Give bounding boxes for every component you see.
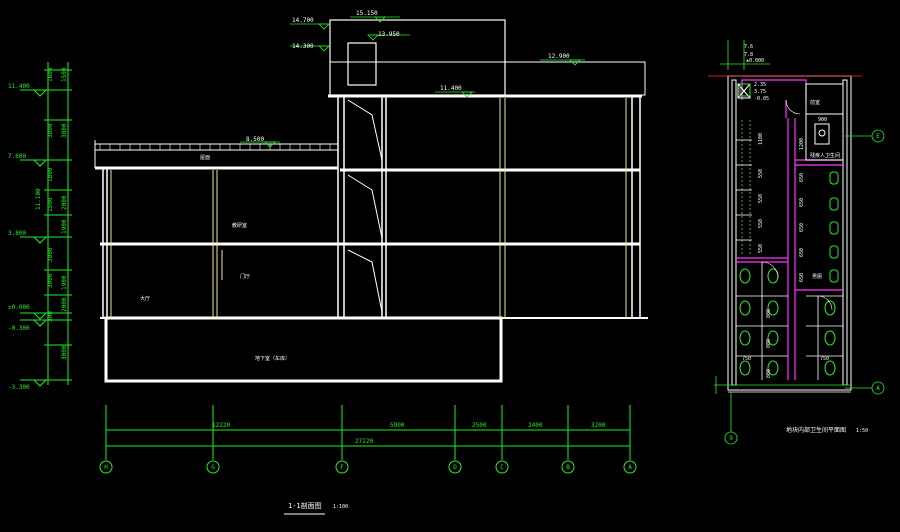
- left-dim-5: 2000: [61, 195, 68, 210]
- plan-dim-right-2: 650: [799, 173, 805, 182]
- room-label-roof: 屋面: [200, 155, 210, 161]
- roof-railing: [99, 144, 331, 150]
- left-dim-1: 1600: [47, 67, 54, 82]
- axis-dim-0: 12220: [212, 422, 230, 429]
- plan-elev-note-0: 2.35: [754, 82, 766, 88]
- room-label-foyer: 门厅: [240, 273, 250, 280]
- left-dim-10: 1900: [61, 275, 68, 290]
- axis-dim-2: 2500: [472, 422, 487, 429]
- left-dim-8: 3000: [47, 247, 54, 262]
- room-label-office: 教研室: [232, 222, 247, 229]
- axis-dimension-chain: [99, 405, 637, 474]
- plan-dim-right-6: 650: [799, 273, 805, 282]
- plan-dim-right-3: 650: [799, 198, 805, 207]
- plan-dim-left-4: 550: [758, 244, 764, 253]
- left-dim-12: 300: [47, 311, 54, 322]
- elev-left-top: 11.400: [8, 83, 30, 90]
- plan-dim-left-1: 550: [758, 169, 764, 178]
- left-dim-4: 1800: [47, 167, 54, 182]
- plan-dim-left-0: 1100: [758, 133, 764, 145]
- plan-dim-left-3: 550: [758, 219, 764, 228]
- plan-dim-right-5: 650: [799, 248, 805, 257]
- plan-room-men: 男厕: [812, 274, 822, 280]
- plan-title: 地块内部卫生间平面图: [786, 426, 846, 434]
- plan-dim-right-1: 1200: [799, 138, 805, 150]
- section-structure: [94, 19, 648, 383]
- urinal-fixtures: [829, 171, 839, 283]
- elev-basement: -3.300: [8, 384, 30, 391]
- axis-dim-total: 27220: [355, 438, 373, 445]
- room-label-hall: 大厅: [140, 295, 150, 302]
- left-dim-11: 2000: [61, 297, 68, 312]
- elev-parapet: 14.700: [292, 17, 314, 24]
- plan-axis-9: 9: [729, 435, 733, 442]
- left-dimension-chain: [20, 62, 72, 387]
- section-drawing: 11.400 7.600 3.800 ±0.000 -0.300 -3.300 …: [8, 10, 648, 515]
- left-dim-3: 3800: [61, 123, 68, 138]
- left-dim-6: 1500: [47, 197, 54, 212]
- axis-label-2: F: [340, 464, 344, 471]
- elev-outdoor: -0.300: [8, 325, 30, 332]
- plan-scale: 1:50: [856, 428, 868, 434]
- elev-stair-base: 14.300: [292, 43, 314, 50]
- plan-top-label-2: ±0.000: [746, 58, 764, 64]
- elev-roof-top: 15.150: [356, 10, 378, 17]
- axis-dim-1: 5900: [390, 422, 405, 429]
- elev-stair-roof: 13.950: [378, 31, 400, 38]
- axis-label-6: A: [628, 464, 632, 471]
- left-dim-2: 3800: [47, 123, 54, 138]
- left-dim-13: 3000: [61, 345, 68, 360]
- axis-label-1: G: [211, 464, 215, 471]
- plan-dim-left-2: 550: [758, 194, 764, 203]
- section-title: 1-1剖面图: [288, 501, 322, 510]
- elev-right-roof: 12.900: [548, 53, 570, 60]
- plan-dim-low-2: 800: [766, 369, 772, 378]
- plan-room-anteroom: 前室: [810, 99, 820, 106]
- axis-label-0: H: [104, 464, 108, 471]
- toilet-fixtures: [739, 83, 836, 376]
- plan-top-label-0: 7.6: [744, 44, 753, 50]
- plan-dim-right-4: 650: [799, 223, 805, 232]
- axis-dim-3: 2400: [528, 422, 543, 429]
- plan-elev-note-2: -0.05: [754, 96, 769, 102]
- left-dim-total: 11.100: [35, 188, 42, 210]
- elev-roof: 11.400: [440, 85, 462, 92]
- plan-dim-low-0: 800: [766, 309, 772, 318]
- section-scale: 1:100: [333, 504, 348, 510]
- plan-dim-bottom-0: 750: [742, 356, 751, 362]
- elev-mid-roof: 8.500: [246, 136, 264, 143]
- room-label-basement: 地下室（车库）: [255, 355, 290, 362]
- partitions: [736, 79, 843, 380]
- section-columns: [110, 98, 627, 318]
- toilet-plan-drawing: E A 9 7.6 7.8 ±0.000 2.35 3.75 -0.05 前室 …: [708, 40, 885, 445]
- plan-dim-right-0: 900: [818, 117, 827, 123]
- left-dim-0: 1500: [61, 67, 68, 82]
- plan-axis-e: E: [876, 133, 880, 140]
- elev-ground: ±0.000: [8, 304, 30, 311]
- axis-label-3: D: [453, 464, 457, 471]
- elev-level2: 7.600: [8, 153, 26, 160]
- plan-room-accessible: 残疾人卫生间: [810, 152, 840, 159]
- elev-level1: 3.800: [8, 230, 26, 237]
- axis-dim-4: 3200: [591, 422, 606, 429]
- plan-top-label-1: 7.8: [744, 52, 753, 58]
- plan-axis-a: A: [876, 385, 880, 392]
- axis-label-4: C: [500, 464, 504, 471]
- plan-dim-low-1: 800: [766, 339, 772, 348]
- axis-label-5: B: [566, 464, 570, 471]
- plan-dim-bottom-1: 750: [820, 356, 829, 362]
- plan-elev-note-1: 3.75: [754, 89, 766, 95]
- left-dim-7: 1900: [61, 219, 68, 234]
- left-dim-9: 3000: [47, 273, 54, 288]
